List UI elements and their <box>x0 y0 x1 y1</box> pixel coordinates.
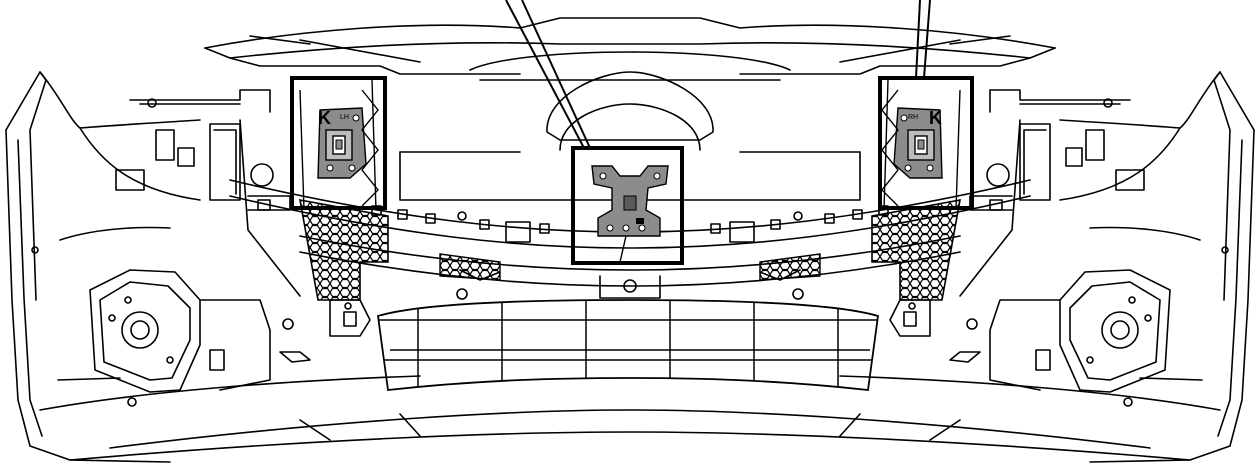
upper-grille-mesh <box>299 199 961 301</box>
left-radar-bracket-callout <box>290 76 387 210</box>
center-sensor-bracket <box>591 165 669 263</box>
bumper-right-side <box>839 71 1255 463</box>
left-bracket-k-label: K <box>318 108 331 128</box>
right-bracket-rh-label: RH <box>908 114 918 121</box>
left-side-bracket <box>115 89 291 211</box>
lower-lip <box>69 409 1191 461</box>
center-sensor-bracket-callout <box>571 146 684 265</box>
left-bracket-lh-label: LH <box>340 114 349 121</box>
right-side-bracket <box>969 89 1145 211</box>
beam-clips <box>371 205 889 243</box>
right-bracket-k-label: K <box>929 108 942 128</box>
lower-grille <box>377 299 879 391</box>
bumper-left-side <box>5 71 421 463</box>
center-lower-bracket <box>599 275 661 299</box>
leader-lines <box>505 0 931 149</box>
upper-frame <box>204 17 1056 81</box>
right-radar-bracket <box>881 79 961 211</box>
right-fog-lamp-housing <box>949 246 1229 407</box>
right-radar-bracket-callout <box>878 76 974 210</box>
left-radar-bracket <box>299 79 379 211</box>
left-fog-lamp-housing <box>31 246 311 407</box>
